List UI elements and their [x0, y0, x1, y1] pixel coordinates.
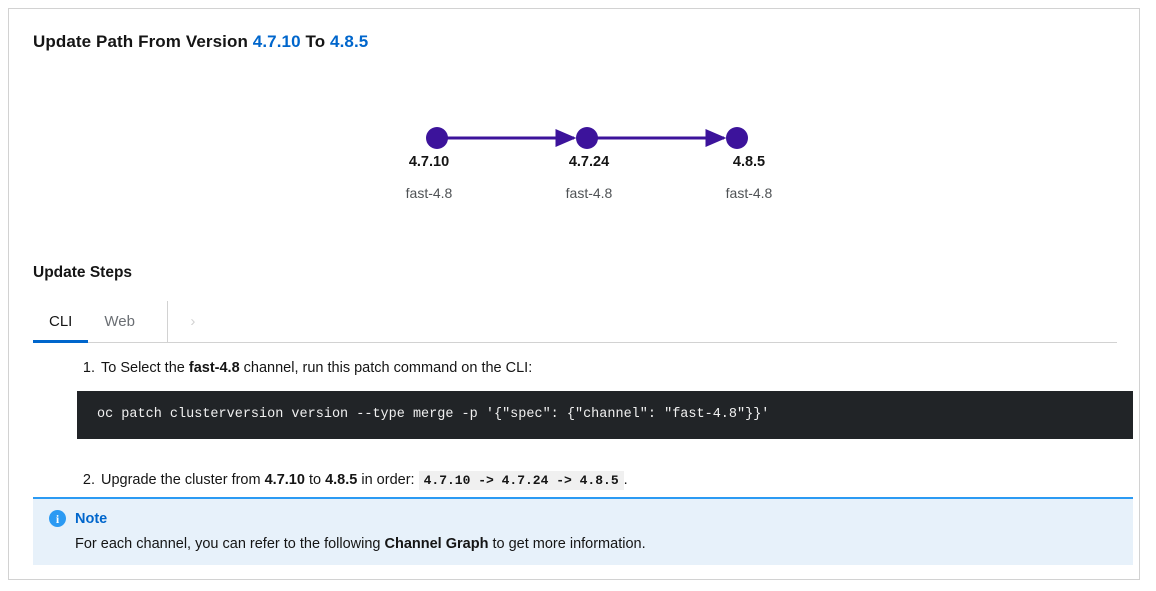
graph-node-label-1: 4.7.10 fast-4.8 [349, 151, 509, 204]
update-steps-list: 1. To Select the fast-4.8 channel, run t… [33, 357, 1133, 492]
note-alert: i Note For each channel, you can refer t… [33, 497, 1133, 565]
step-2-text-before: Upgrade the cluster from [101, 472, 265, 488]
from-version-link[interactable]: 4.7.10 [252, 32, 301, 51]
step-1-number: 1. [82, 360, 95, 376]
step-1-text: To Select the fast-4.8 channel, run this… [101, 357, 1133, 379]
graph-node-3[interactable] [726, 127, 748, 149]
step-2-from-version: 4.7.10 [264, 472, 305, 488]
step-2-text-after: in order: [357, 472, 419, 488]
graph-node-label-2: 4.7.24 fast-4.8 [509, 151, 669, 204]
node-channel: fast-4.8 [565, 185, 613, 201]
note-text-before: For each channel, you can refer to the f… [75, 536, 385, 552]
step-2: 2. Upgrade the cluster from 4.7.10 to 4.… [33, 469, 1133, 492]
page-title-prefix: Update Path From Version [33, 32, 248, 51]
channel-graph-label: Channel Graph [384, 536, 489, 552]
note-title: Note [75, 510, 108, 527]
tab-cli[interactable]: CLI [33, 301, 89, 343]
to-version-link[interactable]: 4.8.5 [330, 32, 369, 51]
node-version: 4.8.5 [732, 154, 766, 170]
patch-command-code-block[interactable]: oc patch clusterversion version --type m… [77, 391, 1133, 439]
step-2-text-mid: to [304, 472, 326, 488]
page-title-connector: To [305, 32, 326, 51]
node-version: 4.7.10 [408, 154, 450, 170]
graph-node-label-3: 4.8.5 fast-4.8 [669, 151, 829, 204]
chevron-right-icon: › [190, 313, 196, 330]
step-2-number: 2. [82, 472, 95, 488]
graph-node-2[interactable] [576, 127, 598, 149]
graph-node-1[interactable] [426, 127, 448, 149]
step-1: 1. To Select the fast-4.8 channel, run t… [33, 357, 1133, 439]
tab-web[interactable]: Web [88, 301, 151, 342]
tab-scroll-right-button[interactable]: › [166, 301, 218, 342]
update-steps-tabs: CLI Web › [33, 301, 1117, 343]
update-path-card: Update Path From Version 4.7.10 To 4.8.5… [8, 8, 1140, 580]
page-title: Update Path From Version 4.7.10 To 4.8.5 [33, 32, 368, 52]
upgrade-order-inline-code: 4.7.10 -> 4.7.24 -> 4.8.5 [418, 471, 624, 490]
step-1-text-after: channel, run this patch command on the C… [239, 360, 533, 376]
node-channel: fast-4.8 [725, 185, 773, 201]
graph-node-labels: 4.7.10 fast-4.8 4.7.24 fast-4.8 4.8.5 fa… [349, 151, 829, 204]
step-2-text: Upgrade the cluster from 4.7.10 to 4.8.5… [101, 469, 1133, 492]
node-channel: fast-4.8 [405, 185, 453, 201]
update-path-diagram [426, 127, 748, 149]
note-header: i Note [49, 510, 1117, 527]
node-version: 4.7.24 [568, 154, 610, 170]
note-body: For each channel, you can refer to the f… [75, 533, 1117, 555]
note-text-after: to get more information. [488, 536, 646, 552]
update-path-graph: 4.7.10 fast-4.8 4.7.24 fast-4.8 4.8.5 fa… [9, 109, 1139, 219]
step-2-text-end: . [623, 472, 628, 488]
step-1-channel: fast-4.8 [188, 360, 240, 376]
step-2-to-version: 4.8.5 [325, 472, 358, 488]
info-icon: i [49, 510, 66, 527]
update-steps-heading: Update Steps [33, 264, 133, 281]
step-1-text-before: To Select the [101, 360, 189, 376]
